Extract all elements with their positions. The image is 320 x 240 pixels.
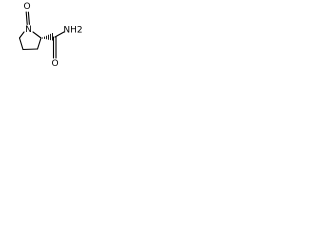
atom-ring-nitrogen: N bbox=[25, 25, 32, 35]
hashed-wedge-bond bbox=[42, 33, 53, 41]
structure-canvas: O N NH2 O bbox=[0, 0, 84, 79]
bond-c5-n bbox=[18, 31, 25, 39]
bond-c2-c3 bbox=[36, 37, 42, 50]
bond-n-c2 bbox=[32, 31, 42, 39]
bond-c4-c5 bbox=[18, 37, 24, 51]
bond-n-o-2 bbox=[27, 11, 30, 25]
bond-c3-c4 bbox=[22, 48, 39, 51]
atom-carbonyl-oxygen: O bbox=[51, 59, 58, 69]
bond-n-o-1 bbox=[25, 11, 28, 26]
atom-nitroso-oxygen: O bbox=[23, 2, 30, 12]
bond-c-nh2 bbox=[54, 31, 65, 38]
atom-amide-nh2: NH2 bbox=[63, 26, 82, 36]
molecule-drawing: O N NH2 O bbox=[18, 2, 83, 69]
